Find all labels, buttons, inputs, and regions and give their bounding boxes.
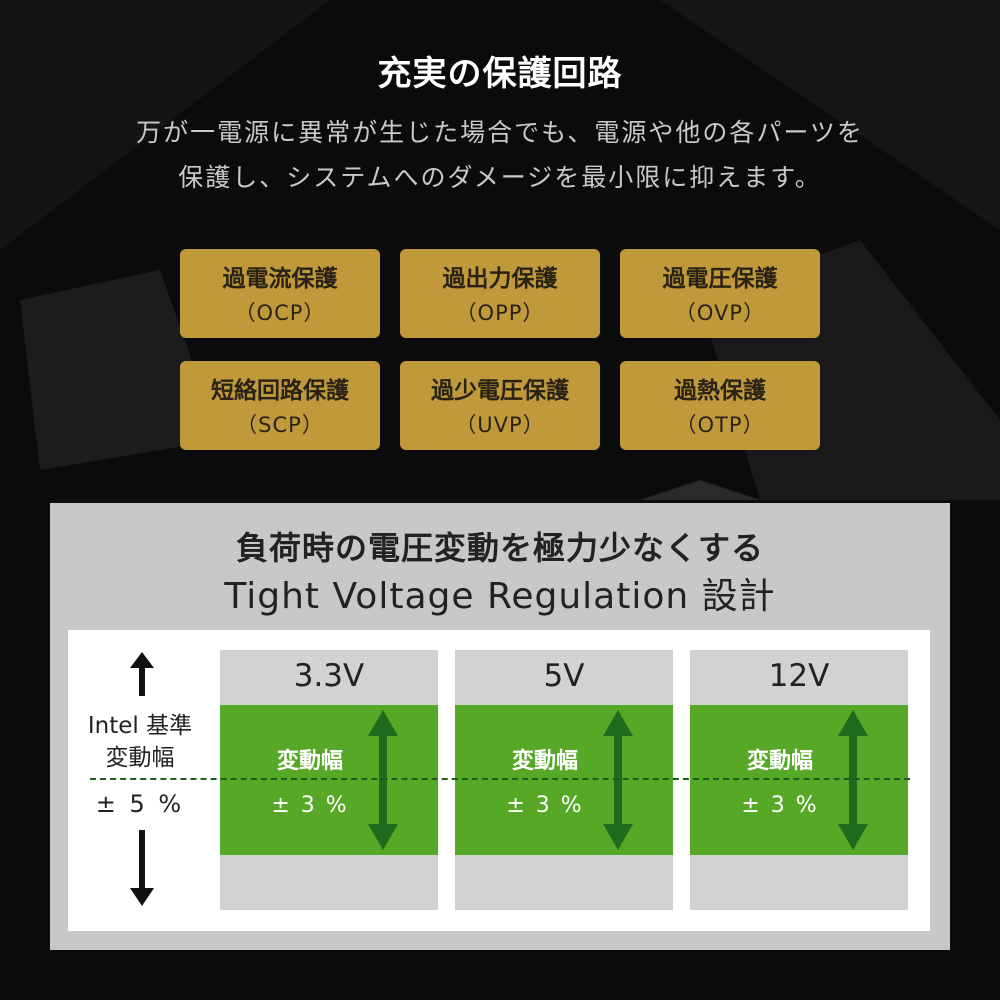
protection-opp: 過出力保護 （OPP） xyxy=(400,249,600,338)
protection-name: 過電圧保護 xyxy=(662,266,778,292)
reference-value: ± 5 % xyxy=(95,790,185,818)
rail-tolerance-band: 変動幅 ± 3 % xyxy=(690,705,908,855)
rail-tolerance-band: 変動幅 ± 3 % xyxy=(220,705,438,855)
arrow-up-icon xyxy=(130,652,154,696)
band-label: 変動幅 xyxy=(511,749,578,774)
protection-grid: 過電流保護 （OCP） 過出力保護 （OPP） 過電圧保護 （OVP） 短絡回路… xyxy=(180,249,820,450)
protection-name: 過電流保護 xyxy=(222,266,338,292)
rail-tolerance-band: 変動幅 ± 3 % xyxy=(455,705,673,855)
protection-code: （SCP） xyxy=(236,413,324,437)
band-value: ± 3 % xyxy=(506,793,584,818)
rail-column-12v: 12V 変動幅 ± 3 % xyxy=(690,650,908,910)
protection-otp: 過熱保護 （OTP） xyxy=(620,361,820,450)
double-arrow-icon xyxy=(603,710,633,850)
protection-name: 過少電圧保護 xyxy=(431,378,569,404)
band-label: 変動幅 xyxy=(746,749,813,774)
rail-column-5v: 5V 変動幅 ± 3 % xyxy=(455,650,673,910)
protection-name: 過熱保護 xyxy=(674,378,766,404)
double-arrow-icon xyxy=(368,710,398,850)
arrow-down-icon xyxy=(130,830,154,906)
reference-label-line1: Intel 基準 xyxy=(87,713,193,739)
band-label: 変動幅 xyxy=(276,749,343,774)
regulation-diagram: Intel 基準 変動幅 ± 5 % 3.3V 変動幅 ± 3 % 5V 変動幅… xyxy=(68,630,930,931)
rail-voltage: 3.3V xyxy=(293,658,365,694)
band-value: ± 3 % xyxy=(271,793,349,818)
description-line-2: 保護し、システムへのダメージを最小限に抑えます。 xyxy=(178,163,822,192)
reference-label-line2: 変動幅 xyxy=(105,745,175,771)
protection-code: （OCP） xyxy=(234,301,326,325)
double-arrow-icon xyxy=(838,710,868,850)
protection-uvp: 過少電圧保護 （UVP） xyxy=(400,361,600,450)
description-line-1: 万が一電源に異常が生じた場合でも、電源や他の各パーツを xyxy=(136,118,864,147)
regulation-subtitle: Tight Voltage Regulation 設計 xyxy=(224,576,776,617)
protection-code: （UVP） xyxy=(455,413,545,437)
protection-code: （OTP） xyxy=(675,413,765,437)
rail-column-3v3: 3.3V 変動幅 ± 3 % xyxy=(220,650,438,910)
regulation-panel: 負荷時の電圧変動を極力少なくする Tight Voltage Regulatio… xyxy=(50,503,950,950)
protection-code: （OVP） xyxy=(674,301,766,325)
protection-ovp: 過電圧保護 （OVP） xyxy=(620,249,820,338)
protection-name: 短絡回路保護 xyxy=(211,378,349,404)
band-value: ± 3 % xyxy=(741,793,819,818)
protection-code: （OPP） xyxy=(455,301,545,325)
rail-voltage: 5V xyxy=(543,658,585,694)
rail-voltage: 12V xyxy=(768,658,830,694)
reference-dashed-line xyxy=(90,778,910,780)
protection-name: 過出力保護 xyxy=(442,266,558,292)
page-title: 充実の保護回路 xyxy=(377,54,623,94)
protection-ocp: 過電流保護 （OCP） xyxy=(180,249,380,338)
protection-scp: 短絡回路保護 （SCP） xyxy=(180,361,380,450)
regulation-title: 負荷時の電圧変動を極力少なくする xyxy=(235,529,764,567)
